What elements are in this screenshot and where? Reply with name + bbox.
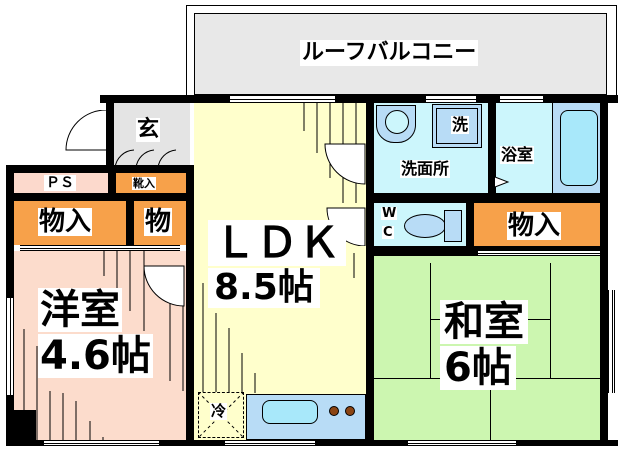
bathroom-top-window bbox=[500, 95, 543, 103]
japanese-room-bottom-window bbox=[408, 440, 516, 446]
closet-right-label: 物入 bbox=[507, 211, 562, 241]
tatami-line bbox=[550, 263, 551, 378]
tatami-line bbox=[490, 378, 491, 440]
kitchen-sink bbox=[262, 400, 318, 424]
bathroom-door-icon bbox=[494, 176, 510, 188]
closet-doors bbox=[20, 245, 180, 251]
japanese-room-size: 6帖 bbox=[440, 346, 516, 390]
washing-machine-label: 洗 bbox=[451, 115, 470, 134]
stove-burner-icon bbox=[329, 406, 339, 416]
western-room-bottom-window bbox=[44, 440, 159, 446]
washroom-top-window bbox=[426, 95, 476, 103]
western-room-door-swing bbox=[143, 265, 185, 307]
toilet-tank bbox=[444, 210, 462, 242]
ldk-top-window bbox=[230, 95, 335, 103]
roof-balcony bbox=[186, 5, 617, 97]
entrance-label: 玄 bbox=[136, 117, 161, 142]
bathroom-label: 浴室 bbox=[500, 145, 535, 164]
pipe-space-label: ＰＳ bbox=[44, 175, 76, 191]
shoe-closet-label: 靴入 bbox=[132, 177, 156, 190]
wc-label-w: W bbox=[381, 206, 398, 221]
ldk-bottom-window bbox=[225, 440, 315, 446]
closet-small-label: 物 bbox=[144, 207, 173, 237]
roof-balcony-label: ルーフバルコニー bbox=[300, 40, 479, 66]
wc-label-c: C bbox=[382, 225, 394, 240]
western-room-flooring bbox=[23, 251, 184, 440]
western-room-size: 4.6帖 bbox=[38, 333, 153, 379]
washroom-door-swing bbox=[324, 143, 366, 185]
closet-left-label: 物入 bbox=[38, 207, 93, 237]
tatami-line bbox=[430, 263, 431, 378]
ldk-name: ＬＤＫ bbox=[208, 220, 347, 266]
ldk-size: 8.5帖 bbox=[208, 268, 320, 308]
entrance-door-swing bbox=[65, 110, 107, 151]
western-room-name: 洋室 bbox=[38, 287, 122, 333]
bathtub-basin bbox=[560, 110, 598, 186]
closet-right-doors bbox=[478, 250, 600, 256]
washroom-label: 洗面所 bbox=[400, 159, 451, 178]
washbasin-bowl bbox=[385, 110, 409, 134]
toilet-bowl bbox=[404, 214, 446, 238]
japanese-room-name: 和室 bbox=[440, 300, 528, 344]
western-room-left-window bbox=[6, 298, 14, 395]
refrigerator-label: 冷 bbox=[210, 402, 228, 420]
japanese-room-right-window bbox=[608, 290, 615, 393]
stove-burner-icon bbox=[345, 406, 355, 416]
